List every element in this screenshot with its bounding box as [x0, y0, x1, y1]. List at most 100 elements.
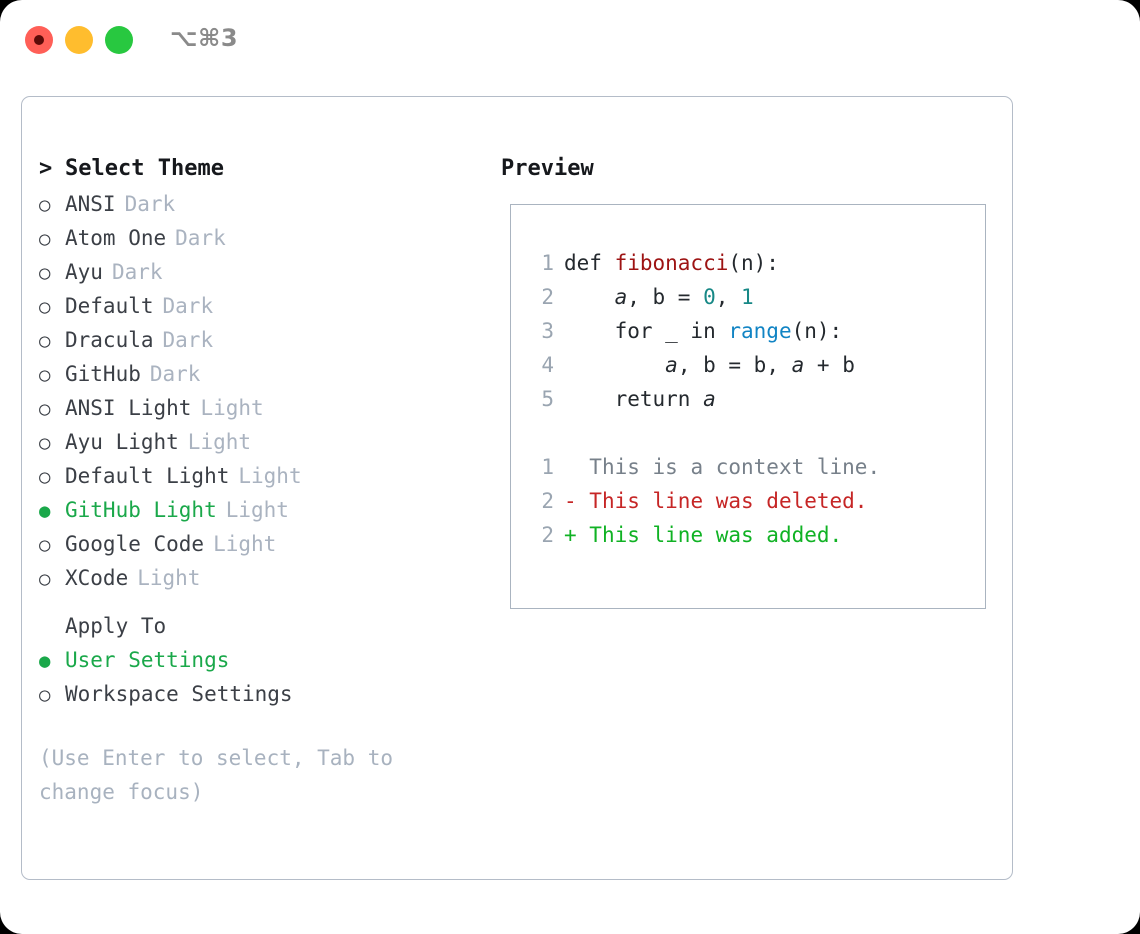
diff-text: This line was deleted.: [589, 489, 868, 513]
code-token: def: [564, 251, 615, 275]
code-diff-separator: [530, 416, 880, 450]
theme-kind-badge: Dark: [111, 260, 163, 284]
radio-unselected-icon: ○: [39, 568, 51, 590]
theme-list-item[interactable]: ○ Google Code Light: [39, 527, 479, 561]
spacer-icon: ○: [39, 610, 65, 644]
keyboard-shortcut-label: ⌥⌘3: [170, 24, 239, 52]
page-title: Select Theme: [65, 156, 224, 181]
diff-marker: +: [564, 523, 590, 547]
line-number: 2: [541, 523, 554, 547]
apply-to-option-label: User Settings: [65, 648, 230, 672]
radio-unselected-icon: ○: [39, 296, 51, 318]
recording-indicator-icon: [34, 35, 44, 45]
theme-name: Default: [65, 294, 154, 318]
line-number: 3: [541, 319, 554, 343]
radio-unselected-icon: ○: [39, 534, 51, 556]
prompt-caret-icon: >: [39, 156, 53, 181]
apply-to-label: Apply To: [65, 614, 167, 638]
radio-unselected-icon: ○: [39, 432, 51, 454]
title-bar: ⌥⌘3: [0, 0, 1140, 78]
theme-list-item[interactable]: ○ Ayu Light Light: [39, 425, 479, 459]
theme-name: ANSI Light: [65, 396, 192, 420]
radio-unselected-icon: ○: [39, 194, 51, 216]
theme-name: GitHub: [65, 362, 141, 386]
code-token: + b: [804, 353, 855, 377]
apply-to-list: ● User Settings ○ Workspace Settings: [39, 643, 479, 711]
zoom-button[interactable]: [105, 26, 133, 54]
line-number: 2: [541, 489, 554, 513]
theme-name: Google Code: [65, 532, 205, 556]
apply-to-option[interactable]: ○ Workspace Settings: [39, 677, 479, 711]
code-line: 5 return a: [530, 382, 880, 416]
theme-name: ANSI: [65, 192, 116, 216]
theme-picker-prompt: > Select Theme: [39, 151, 479, 187]
theme-list-item[interactable]: ○ GitHub Dark: [39, 357, 479, 391]
radio-unselected-icon: ○: [39, 330, 51, 352]
code-token: ,: [715, 285, 742, 309]
code-token: for _ in: [564, 319, 729, 343]
line-number: 5: [541, 387, 554, 411]
code-token: (n):: [791, 319, 843, 343]
theme-kind-badge: Dark: [162, 328, 214, 352]
code-token: 0: [703, 285, 716, 309]
code-line: 4 a, b = b, a + b: [530, 348, 880, 382]
diff-text: This is a context line.: [589, 455, 881, 479]
preview-title: Preview: [501, 156, 594, 181]
minimize-button[interactable]: [65, 26, 93, 54]
theme-kind-badge: Dark: [149, 362, 201, 386]
diff-block: 1 This is a context line.2- This line wa…: [530, 450, 880, 552]
apply-to-option[interactable]: ● User Settings: [39, 643, 479, 677]
apply-to-option-label: Workspace Settings: [65, 682, 293, 706]
code-token: range: [728, 319, 792, 343]
radio-selected-icon: ●: [39, 500, 51, 522]
theme-name: GitHub Light: [65, 498, 217, 522]
line-number: 2: [541, 285, 554, 309]
code-token: , b =: [627, 285, 704, 309]
diff-marker: -: [564, 489, 590, 513]
keyboard-hint: (Use Enter to select, Tab to change focu…: [39, 746, 394, 804]
code-token: fibonacci: [614, 251, 729, 275]
code-line: 3 for _ in range(n):: [530, 314, 880, 348]
theme-kind-badge: Light: [137, 566, 201, 590]
theme-kind-badge: Light: [187, 430, 252, 454]
theme-kind-badge: Light: [238, 464, 302, 488]
diff-text: This line was added.: [589, 523, 843, 547]
code-token: 1: [741, 285, 754, 309]
theme-list-item[interactable]: ● GitHub Light Light: [39, 493, 479, 527]
theme-name: Default Light: [65, 464, 230, 488]
code-token: a: [614, 285, 628, 309]
line-number: 4: [541, 353, 554, 377]
code-token: a: [703, 387, 716, 411]
diff-line: 1 This is a context line.: [530, 450, 880, 484]
radio-selected-icon: ●: [39, 650, 51, 672]
radio-unselected-icon: ○: [39, 684, 51, 706]
theme-name: Ayu Light: [65, 430, 179, 454]
code-token: , b = b,: [677, 353, 792, 377]
radio-unselected-icon: ○: [39, 398, 51, 420]
theme-kind-badge: Light: [213, 532, 277, 556]
theme-kind-badge: Light: [225, 498, 289, 522]
theme-kind-badge: Dark: [175, 226, 226, 250]
diff-marker: [564, 455, 589, 479]
theme-list-item[interactable]: ○ ANSI Light Light: [39, 391, 479, 425]
code-token: (n):: [728, 251, 779, 275]
theme-kind-badge: Light: [200, 396, 264, 420]
code-token: a: [791, 353, 805, 377]
radio-unselected-icon: ○: [39, 262, 51, 284]
radio-unselected-icon: ○: [39, 364, 51, 386]
diff-line: 2- This line was deleted.: [530, 484, 880, 518]
